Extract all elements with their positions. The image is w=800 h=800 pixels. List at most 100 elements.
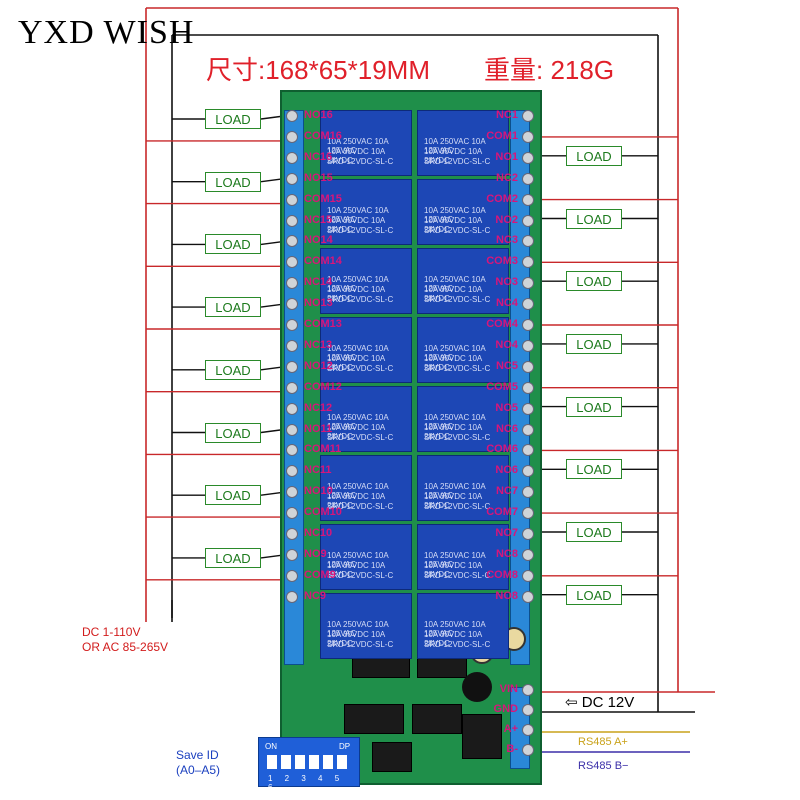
dip-switch-1[interactable]	[267, 755, 277, 769]
screw-terminal[interactable]	[522, 444, 534, 457]
relay-rating-text: 10A 30VDC 10A 28VDC	[424, 423, 482, 441]
screw-terminal[interactable]	[522, 465, 534, 478]
right-terminal-label: COM5	[486, 380, 518, 393]
screw-terminal[interactable]	[286, 172, 298, 185]
screw-terminal[interactable]	[522, 151, 534, 164]
screw-terminal[interactable]	[286, 277, 298, 290]
screw-terminal[interactable]	[522, 423, 534, 436]
relay-rating-text: SRD-12VDC-SL-C	[424, 571, 491, 580]
left-terminal-label: COM10	[304, 506, 342, 519]
screw-terminal[interactable]	[286, 151, 298, 164]
relay-rating-text: 10A 250VAC 10A 125VAC	[424, 206, 486, 224]
screw-terminal[interactable]	[286, 360, 298, 373]
screw-terminal[interactable]	[522, 744, 534, 756]
load-box-left: LOAD	[205, 485, 261, 506]
relay-rating-text: SRD-12VDC-SL-C	[424, 364, 491, 373]
relay-rating-text: SRD-12VDC-SL-C	[424, 226, 491, 235]
relay-rating-text: SRD-12VDC-SL-C	[424, 295, 491, 304]
left-terminal-label: NC12	[304, 401, 333, 414]
relay-rating-text: 10A 250VAC 10A 125VAC	[327, 482, 389, 500]
left-terminal-label: COM9	[304, 568, 336, 581]
screw-terminal[interactable]	[286, 339, 298, 352]
screw-terminal[interactable]	[522, 235, 534, 248]
screw-terminal[interactable]	[522, 277, 534, 290]
load-box-right: LOAD	[566, 459, 622, 480]
brand-title: YXD WISH	[18, 14, 195, 51]
screw-terminal[interactable]	[522, 319, 534, 331]
right-terminal-label: COM2	[486, 192, 518, 205]
relay-rating-text: 10A 30VDC 10A 28VDC	[424, 285, 482, 303]
relay-rating-text: 10A 250VAC 10A 125VAC	[424, 620, 486, 638]
dip-switch-2[interactable]	[281, 755, 291, 769]
screw-terminal[interactable]	[522, 590, 534, 603]
screw-terminal[interactable]	[522, 704, 534, 716]
screw-terminal[interactable]	[522, 486, 534, 499]
screw-terminal[interactable]	[286, 298, 298, 311]
screw-terminal[interactable]	[286, 402, 298, 415]
screw-terminal[interactable]	[522, 360, 534, 373]
screw-terminal[interactable]	[522, 507, 534, 520]
mcu-chip	[372, 742, 412, 772]
load-box-right: LOAD	[566, 584, 622, 605]
screw-terminal[interactable]	[286, 130, 298, 143]
screw-terminal[interactable]	[286, 381, 298, 394]
screw-terminal[interactable]	[286, 507, 298, 520]
dip-switch-4[interactable]	[309, 755, 319, 769]
screw-terminal[interactable]	[286, 528, 298, 540]
screw-terminal[interactable]	[286, 444, 298, 457]
screw-terminal[interactable]	[522, 381, 534, 394]
screw-terminal[interactable]	[286, 486, 298, 499]
relay-rating-text: SRD-12VDC-SL-C	[327, 226, 394, 235]
screw-terminal[interactable]	[522, 402, 534, 415]
screw-terminal[interactable]	[286, 319, 298, 331]
screw-terminal[interactable]	[522, 548, 534, 561]
dip-switch-3[interactable]	[295, 755, 305, 769]
relay-rating-text: SRD-12VDC-SL-C	[327, 571, 394, 580]
screw-terminal[interactable]	[286, 465, 298, 478]
screw-terminal[interactable]	[286, 548, 298, 561]
screw-terminal[interactable]	[286, 256, 298, 269]
right-terminal-label: COM3	[486, 255, 518, 268]
dip-dp-label: DP	[339, 742, 351, 751]
screw-terminal[interactable]	[522, 110, 534, 122]
screw-terminal[interactable]	[286, 214, 298, 227]
relay-rating-text: 10A 250VAC 10A 125VAC	[327, 551, 389, 569]
screw-terminal[interactable]	[522, 172, 534, 185]
screw-terminal[interactable]	[286, 110, 298, 122]
load-box-right: LOAD	[566, 208, 622, 229]
left-terminal-label: COM12	[304, 380, 342, 393]
screw-terminal[interactable]	[286, 423, 298, 436]
screw-terminal[interactable]	[522, 298, 534, 311]
screw-terminal[interactable]	[522, 214, 534, 227]
dip-switch-5[interactable]	[323, 755, 333, 769]
load-box-right: LOAD	[566, 271, 622, 292]
dip-switch[interactable]: ON DP 1 2 3 4 5 6	[258, 737, 360, 792]
screw-terminal[interactable]	[286, 235, 298, 248]
screw-terminal[interactable]	[286, 193, 298, 206]
left-terminal-label: NO13	[304, 297, 333, 310]
screw-terminal[interactable]	[286, 569, 298, 582]
load-box-left: LOAD	[205, 359, 261, 380]
right-terminal-label: NO3	[495, 276, 518, 289]
screw-terminal[interactable]	[286, 590, 298, 603]
screw-terminal[interactable]	[522, 684, 534, 696]
input-voltage-note-1: DC 1-110V	[82, 625, 141, 639]
rs485-b-label: RS485 B−	[578, 760, 629, 772]
dip-switch-6[interactable]	[337, 755, 347, 769]
screw-terminal[interactable]	[522, 569, 534, 582]
left-terminal-label: NC11	[304, 464, 332, 477]
screw-terminal[interactable]	[522, 528, 534, 540]
screw-terminal[interactable]	[522, 193, 534, 206]
screw-terminal[interactable]	[522, 256, 534, 269]
relay-rating-text: SRD-12VDC-SL-C	[424, 157, 491, 166]
screw-terminal[interactable]	[522, 724, 534, 736]
screw-terminal[interactable]	[522, 339, 534, 352]
relay-rating-text: 10A 30VDC 10A 28VDC	[327, 423, 385, 441]
relay-rating-text: 10A 250VAC 10A 125VAC	[424, 275, 486, 293]
screw-terminal[interactable]	[522, 130, 534, 143]
